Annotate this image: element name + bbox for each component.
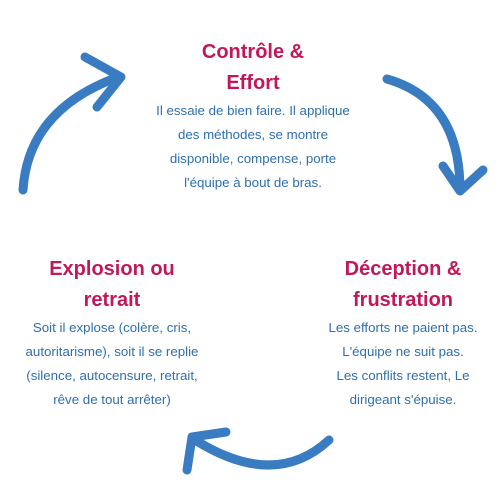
stage-description: Soit il explose (colère, cris, autoritar… [6, 316, 218, 412]
stage-description-line: L'équipe ne suit pas. [342, 344, 464, 359]
stage-description-line: rêve de tout arrêter) [53, 392, 171, 407]
stage-description-line: l'équipe à bout de bras. [184, 175, 322, 190]
stage-deception-frustration: Déception & frustration Les efforts ne p… [305, 254, 500, 412]
stage-title-line: retrait [83, 289, 141, 311]
stage-explosion-retrait: Explosion ou retrait Soit il explose (co… [6, 254, 218, 412]
stage-description-line: Les efforts ne paient pas. [328, 320, 478, 335]
stage-description-line: Il essaie de bien faire. Il applique [156, 103, 350, 118]
stage-description-line: dirigeant s'épuise. [349, 392, 457, 407]
stage-title: Explosion ou retrait [6, 254, 218, 316]
stage-description-line: (silence, autocensure, retrait, [26, 368, 198, 383]
stage-description-line: disponible, compense, porte [169, 151, 337, 166]
stage-description-line: autoritarisme), soit il se replie [25, 344, 199, 359]
stage-description-line: Les conflits restent, Le [336, 368, 470, 383]
cycle-arrow-icon [182, 427, 334, 475]
stage-title: Déception & frustration [305, 254, 500, 316]
stage-title-line: Déception & [344, 258, 462, 280]
stage-title-line: frustration [353, 289, 453, 311]
stage-title-line: Explosion ou [49, 258, 175, 280]
stage-control-effort: Contrôle & Effort Il essaie de bien fair… [130, 37, 376, 195]
stage-description: Il essaie de bien faire. Il applique des… [130, 99, 376, 195]
cycle-arrow-icon [18, 52, 126, 195]
cycle-arrow-icon [382, 74, 488, 196]
stage-title: Contrôle & Effort [130, 37, 376, 99]
stage-description-line: Soit il explose (colère, cris, [32, 320, 192, 335]
stage-description-line: des méthodes, se montre [177, 127, 329, 142]
stage-description: Les efforts ne paient pas. L'équipe ne s… [305, 316, 500, 412]
stage-title-line: Effort [226, 72, 280, 94]
stage-title-line: Contrôle & [201, 41, 305, 63]
